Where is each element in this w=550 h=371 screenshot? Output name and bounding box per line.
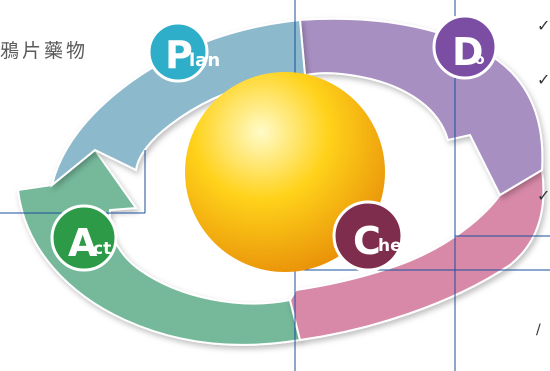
do-rest: o	[475, 52, 485, 68]
checkmark-icon: ✓	[537, 16, 550, 35]
act-segment	[16, 148, 302, 346]
check-badge-circle	[332, 200, 404, 272]
act-badge: A ct	[50, 204, 118, 272]
do-badge-circle	[432, 14, 498, 80]
act-badge-circle	[50, 204, 118, 272]
check-initial: C	[353, 219, 381, 263]
center-sphere	[185, 72, 385, 272]
checkmark-icon: ✓	[537, 186, 550, 205]
plan-badge-circle	[147, 21, 209, 83]
do-badge: D o	[432, 14, 498, 80]
plan-badge: P lan	[147, 21, 220, 83]
corner-mark: /	[536, 322, 541, 338]
do-initial: D	[452, 30, 484, 74]
act-initial: A	[68, 221, 98, 265]
checkmark-icon: ✓	[537, 70, 550, 89]
plan-segment	[50, 18, 307, 188]
act-rest: ct	[93, 239, 111, 259]
check-badge: C heck	[332, 200, 424, 272]
plan-rest: lan	[189, 50, 220, 71]
plan-initial: P	[165, 33, 193, 77]
check-rest: heck	[378, 236, 424, 256]
background-text: 鴉片藥物	[0, 40, 89, 62]
